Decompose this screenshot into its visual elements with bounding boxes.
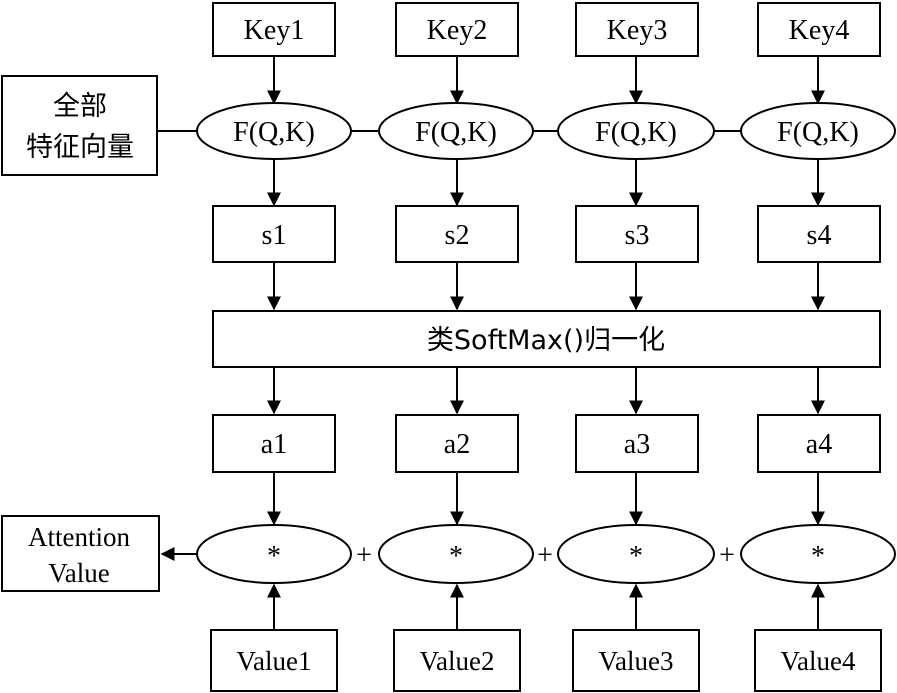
key-label-4: Key4	[789, 15, 850, 46]
score-box-1	[212, 205, 336, 263]
score-box-2	[395, 205, 519, 263]
key-label-3: Key3	[607, 15, 668, 46]
weight-label-3: a3	[624, 429, 650, 460]
plus-sign-2: +	[537, 540, 553, 571]
weight-label-2: a2	[444, 429, 470, 460]
multiply-label-3: *	[629, 541, 643, 572]
multiply-ellipse-4	[740, 524, 896, 584]
score-function-label-3: F(Q,K)	[595, 117, 677, 148]
attention-value-box: Attention Value	[1, 515, 160, 592]
score-box-4	[757, 205, 881, 263]
column-2: Key2 F(Q,K) s2 a2 * Value2	[378, 2, 534, 692]
score-label-4: s4	[807, 220, 832, 251]
value-box-4	[754, 629, 882, 692]
value-box-1	[210, 629, 338, 692]
column-4: Key4 F(Q,K) s4 a4 * Value4	[740, 2, 896, 692]
score-function-label-1: F(Q,K)	[233, 117, 315, 148]
value-label-4: Value4	[781, 646, 856, 676]
multiply-ellipse-3	[557, 524, 715, 584]
score-function-label-2: F(Q,K)	[415, 117, 497, 148]
all-features-line1: 全部	[53, 91, 107, 122]
score-label-1: s1	[262, 220, 287, 251]
normalization-label: 类SoftMax()归一化	[427, 325, 665, 356]
score-label-3: s3	[625, 220, 650, 251]
score-box-3	[575, 205, 699, 263]
value-label-3: Value3	[599, 646, 674, 676]
all-features-box: 全部 特征向量	[1, 75, 158, 176]
multiply-ellipse-2	[378, 524, 534, 584]
value-label-2: Value2	[420, 646, 495, 676]
weight-box-1	[212, 414, 336, 473]
all-features-line2: 特征向量	[26, 132, 134, 163]
weight-box-4	[757, 414, 881, 473]
weight-label-1: a1	[261, 429, 287, 460]
plus-sign-3: +	[719, 540, 735, 571]
column-3: Key3 F(Q,K) s3 a3 * Value3	[557, 2, 715, 692]
value-label-1: Value1	[237, 646, 312, 676]
weight-label-4: a4	[806, 429, 832, 460]
key-box-2	[395, 2, 519, 57]
score-label-2: s2	[445, 220, 470, 251]
key-label-2: Key2	[427, 15, 488, 46]
plus-sign-1: +	[356, 540, 372, 571]
multiply-label-2: *	[449, 541, 463, 572]
weight-box-2	[395, 414, 519, 473]
normalization-box: 类SoftMax()归一化	[212, 310, 881, 368]
column-1: Key1 F(Q,K) s1 a1 * Value1	[196, 2, 352, 692]
attention-value-line1: Attention	[28, 522, 130, 552]
multiply-label-1: *	[267, 541, 281, 572]
value-box-2	[393, 629, 521, 692]
multiply-label-4: *	[811, 541, 825, 572]
key-box-4	[757, 2, 881, 57]
score-function-label-4: F(Q,K)	[777, 117, 859, 148]
attention-value-line2: Value	[48, 558, 109, 588]
value-box-3	[572, 629, 700, 692]
key-label-1: Key1	[244, 15, 305, 46]
